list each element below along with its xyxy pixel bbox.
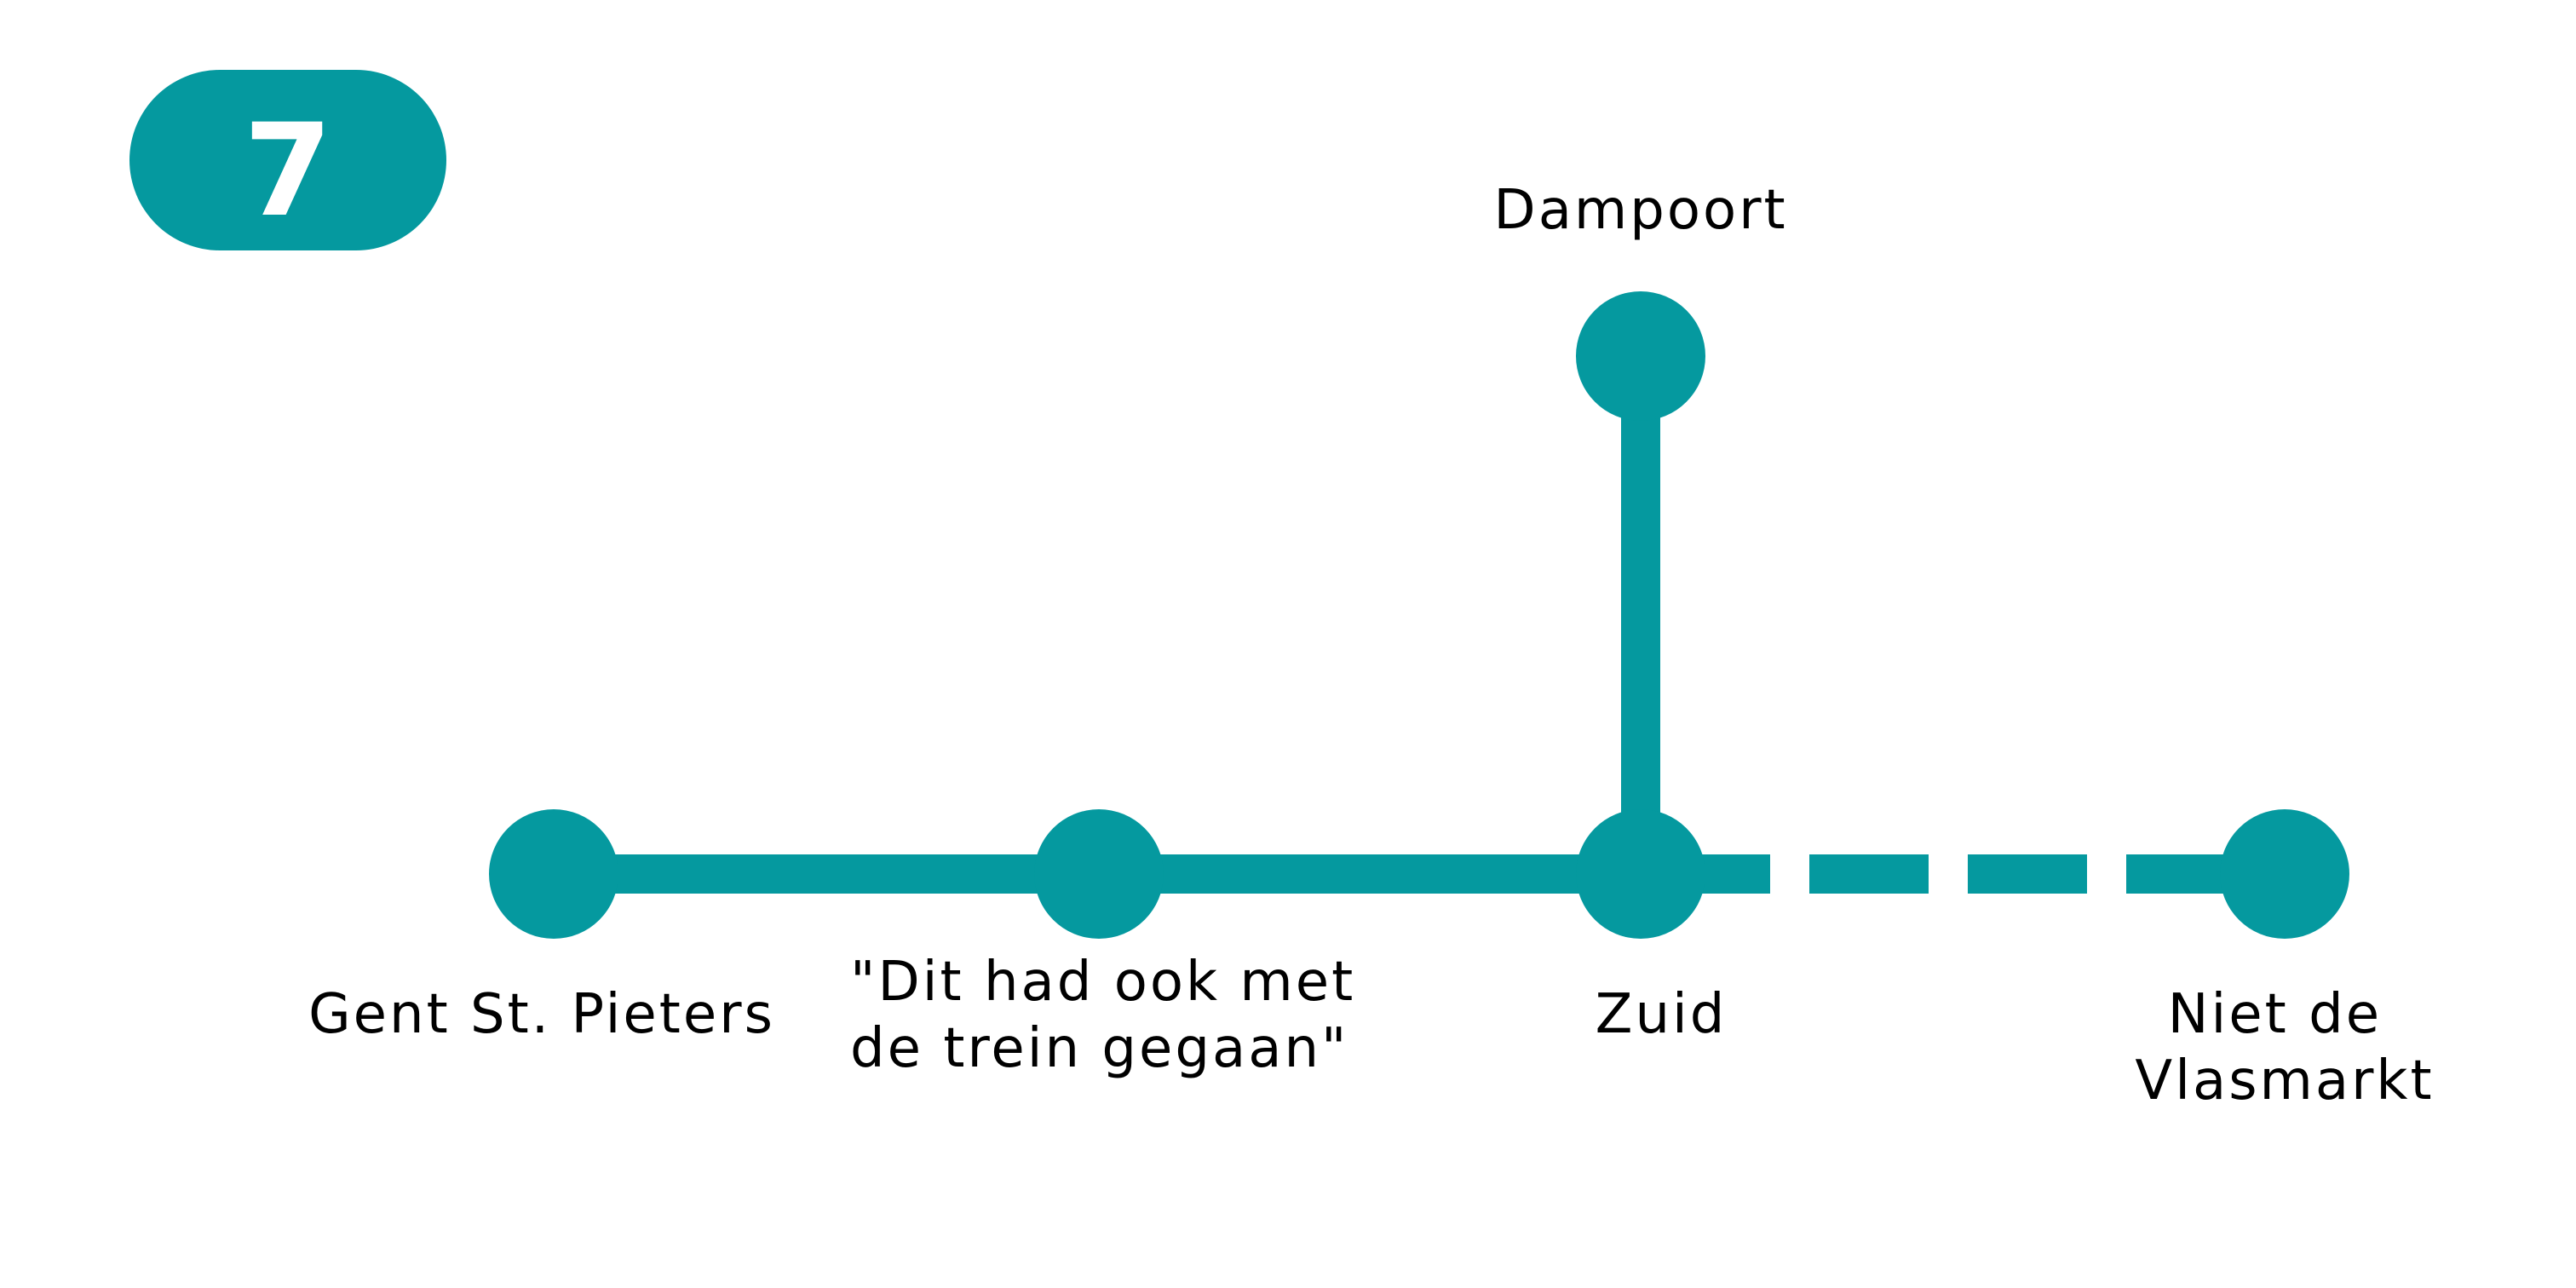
station-label-niet-de-vlasmarkt: Niet de Vlasmarkt [2135, 983, 2434, 1113]
line-badge: 7 [129, 70, 446, 250]
station-dot-dampoort [1576, 291, 1705, 421]
line-number: 7 [244, 97, 332, 245]
station-dot-gent-st-pieters [489, 809, 618, 939]
route-stations [489, 291, 2349, 939]
station-dot-zuid [1576, 809, 1705, 939]
station-dot-niet-de-vlasmarkt [2220, 809, 2349, 939]
station-label-dit-had-ook-line-1: "Dit had ook met [850, 951, 1355, 1014]
station-label-dit-had-ook: "Dit had ook met de trein gegaan" [850, 951, 1376, 1080]
line-badge-pill [129, 70, 446, 250]
station-label-zuid: Zuid [1596, 983, 1728, 1046]
station-label-niet-de-vlasmarkt-line-2: Vlasmarkt [2135, 1049, 2434, 1113]
station-label-gent-st-pieters: Gent St. Pieters [308, 983, 775, 1046]
route-connections [554, 356, 2285, 894]
station-labels: Gent St. Pieters "Dit had ook met de tre… [308, 179, 2434, 1113]
station-label-dampoort: Dampoort [1493, 179, 1787, 242]
station-label-dit-had-ook-line-2: de trein gegaan" [850, 1017, 1348, 1080]
station-label-niet-de-vlasmarkt-line-1: Niet de [2168, 983, 2382, 1046]
station-dot-dit-had-ook [1034, 809, 1164, 939]
